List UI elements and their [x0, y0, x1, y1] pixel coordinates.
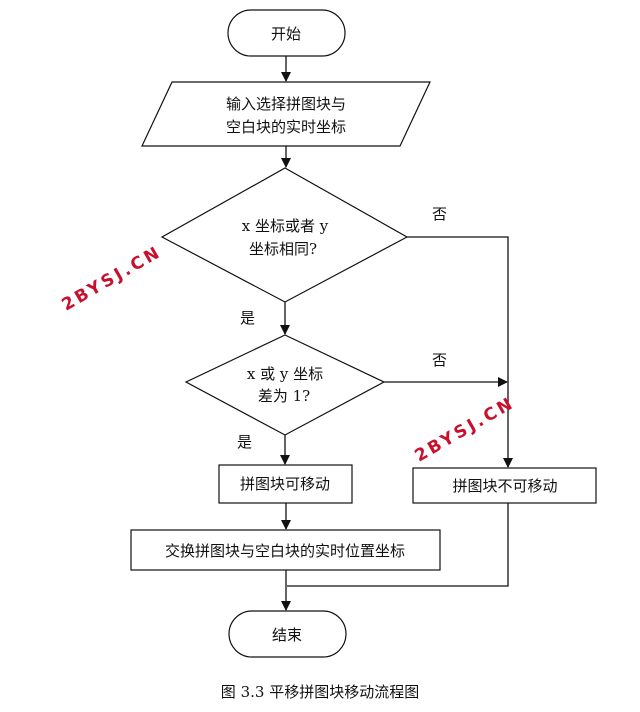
- movable-box: [218, 464, 353, 504]
- movable-label: 拼图块可移动: [240, 475, 330, 493]
- watermark-left: 2BYSJ.CN: [59, 242, 166, 315]
- end-terminal: [228, 610, 347, 658]
- start-label: 开始: [271, 25, 301, 43]
- swap-label: 交换拼图块与空白块的实时位置坐标: [165, 542, 405, 560]
- not-movable-label: 拼图块不可移动: [452, 477, 557, 495]
- decision1-label-line1: x 坐标或者 y: [242, 217, 329, 235]
- decision-same-coordinate: [160, 167, 409, 303]
- input-parallelogram: [141, 81, 431, 147]
- decision2-yes-label: 是: [237, 433, 252, 451]
- end-label: 结束: [272, 626, 302, 644]
- decision2-label-line1: x 或 y 坐标: [247, 365, 323, 383]
- input-label-line2: 空白块的实时坐标: [226, 118, 346, 136]
- decision1-label-line2: 坐标相同?: [249, 240, 317, 258]
- input-label-line1: 输入选择拼图块与: [226, 95, 346, 113]
- edge-notmovable-merge: [287, 503, 509, 587]
- connectors: [280, 56, 513, 611]
- watermark-right: 2BYSJ.CN: [412, 393, 519, 466]
- decision-difference-one: [184, 334, 386, 436]
- decision1-yes-label: 是: [240, 309, 255, 327]
- swap-box: [130, 529, 441, 571]
- decision2-label-line2: 差为 1?: [258, 387, 310, 405]
- decision2-no-label: 否: [432, 351, 447, 369]
- edge-decision1-no: [407, 236, 513, 468]
- decision1-no-label: 否: [432, 205, 447, 223]
- figure-caption: 图 3.3 平移拼图块移动流程图: [220, 683, 420, 701]
- not-movable-box: [412, 467, 597, 504]
